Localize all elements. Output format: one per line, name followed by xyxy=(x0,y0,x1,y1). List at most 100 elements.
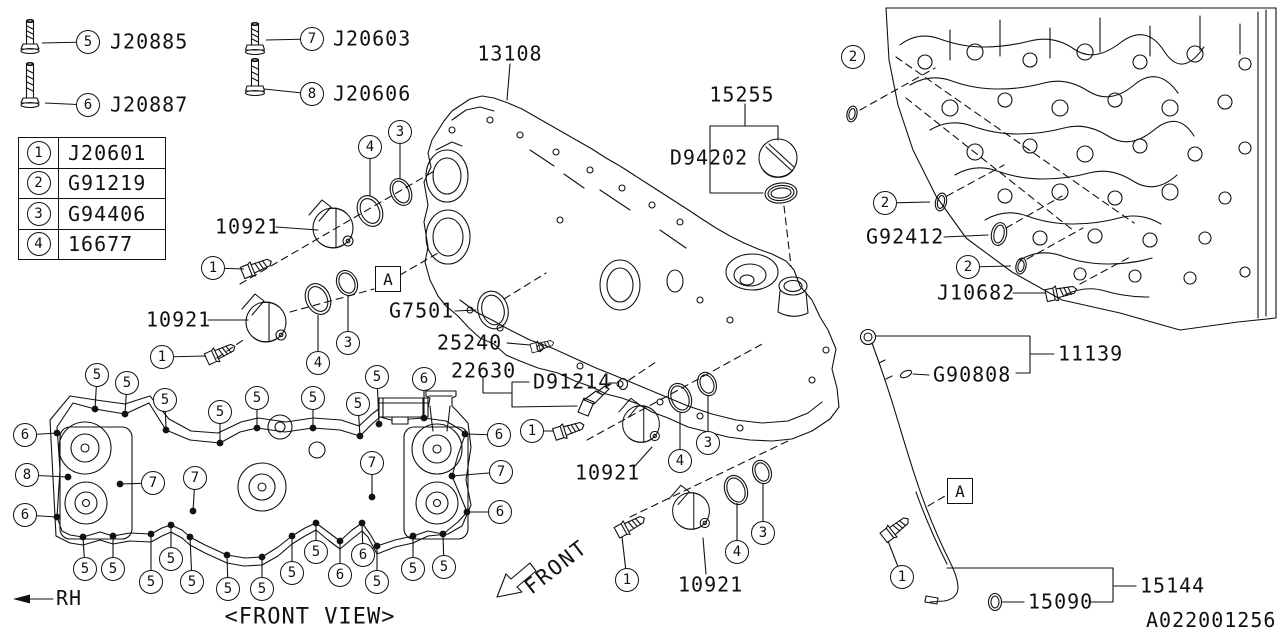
callout-circle-5: 5 xyxy=(250,577,274,601)
callout-circle-5: 5 xyxy=(85,363,109,387)
legend-row: 3 G94406 xyxy=(19,198,165,229)
callout-circle-6: 6 xyxy=(13,423,37,447)
bolt-art xyxy=(20,18,266,109)
callout-circle-5: 5 xyxy=(208,400,232,424)
legend-num-circle: 4 xyxy=(26,232,51,257)
callout-circle-5: 5 xyxy=(115,371,139,395)
callout-circle-6: 6 xyxy=(76,93,100,117)
callout-circle-7: 7 xyxy=(360,451,384,475)
callout-circle-8: 8 xyxy=(15,463,39,487)
callout-circle-4: 4 xyxy=(668,449,692,473)
front-view-caption: <FRONT VIEW> xyxy=(224,604,396,630)
callout-circle-2: 2 xyxy=(841,45,865,69)
callout-circle-7: 7 xyxy=(300,27,324,51)
callout-circle-1: 1 xyxy=(201,256,225,280)
callout-circle-5: 5 xyxy=(304,540,328,564)
section-marker-box: A xyxy=(947,478,973,504)
part-number-label: G7501 xyxy=(389,298,455,323)
part-number-label: G90808 xyxy=(933,362,1012,387)
legend-row: 4 16677 xyxy=(19,228,165,259)
dipstick-art xyxy=(859,328,959,605)
section-marker-box: A xyxy=(375,266,401,292)
part-number-label: 13108 xyxy=(477,41,543,66)
callout-circle-6: 6 xyxy=(13,503,37,527)
callout-circle-3: 3 xyxy=(751,521,775,545)
oil-cap-art xyxy=(758,138,798,178)
legend-part-number: J20601 xyxy=(68,140,147,165)
callout-circle-1: 1 xyxy=(615,568,639,592)
part-number-label: 10921 xyxy=(575,460,641,485)
cam-solenoid-art xyxy=(241,199,710,530)
callout-circle-4: 4 xyxy=(306,351,330,375)
legend-row: 1 J20601 xyxy=(19,138,165,168)
callout-circle-7: 7 xyxy=(141,471,165,495)
callout-circle-1: 1 xyxy=(520,419,544,443)
legend-part-number: G91219 xyxy=(68,171,147,196)
part-number-label: D91214 xyxy=(533,369,612,394)
rh-arrow-icon xyxy=(13,594,54,604)
legend-part-number: G94406 xyxy=(68,201,147,226)
part-number-label: 11139 xyxy=(1058,341,1124,366)
callout-circle-2: 2 xyxy=(873,191,897,215)
legend-table: 1 J20601 2 G91219 3 G94406 4 16677 xyxy=(18,137,166,260)
part-number-label: J20606 xyxy=(333,81,412,106)
callout-circle-6: 6 xyxy=(328,563,352,587)
oring-art xyxy=(304,105,1027,612)
callout-circle-2: 2 xyxy=(956,255,980,279)
callout-circle-6: 6 xyxy=(487,423,511,447)
callout-circle-1: 1 xyxy=(890,565,914,589)
engine-block-art xyxy=(885,7,1277,331)
callout-circle-4: 4 xyxy=(358,135,382,159)
callout-circle-5: 5 xyxy=(401,557,425,581)
callout-circle-5: 5 xyxy=(365,570,389,594)
callout-circle-5: 5 xyxy=(76,30,100,54)
part-number-label: G92412 xyxy=(866,224,945,249)
callout-circle-3: 3 xyxy=(696,431,720,455)
part-number-label: 10921 xyxy=(146,307,212,332)
part-number-label: 10921 xyxy=(215,214,281,239)
callout-circle-5: 5 xyxy=(139,570,163,594)
part-number-label: 25240 xyxy=(437,330,503,355)
callout-circle-5: 5 xyxy=(346,392,370,416)
part-number-label: D94202 xyxy=(669,145,749,170)
callout-circle-5: 5 xyxy=(280,561,304,585)
callout-circle-3: 3 xyxy=(336,331,360,355)
part-number-label: J20887 xyxy=(110,92,189,117)
legend-row: 2 G91219 xyxy=(19,167,165,198)
part-number-label: 22630 xyxy=(451,358,517,383)
front-arrow-icon xyxy=(496,562,537,598)
callout-circle-3: 3 xyxy=(388,120,412,144)
callout-circle-5: 5 xyxy=(153,388,177,412)
callout-circle-5: 5 xyxy=(101,557,125,581)
part-number-label: 10921 xyxy=(678,572,744,597)
callout-circle-6: 6 xyxy=(488,500,512,524)
part-number-label: J10682 xyxy=(937,280,1016,305)
callout-circle-5: 5 xyxy=(301,386,325,410)
part-number-label: 15090 xyxy=(1028,589,1094,614)
timing-cover-art xyxy=(423,95,840,442)
callout-circle-5: 5 xyxy=(365,365,389,389)
callout-circle-5: 5 xyxy=(216,577,240,601)
callout-circle-7: 7 xyxy=(489,460,513,484)
callout-circle-1: 1 xyxy=(150,345,174,369)
callout-circle-5: 5 xyxy=(159,547,183,571)
legend-part-number: 16677 xyxy=(68,232,134,257)
callout-circle-5: 5 xyxy=(245,386,269,410)
callout-circle-4: 4 xyxy=(725,540,749,564)
legend-num-circle: 3 xyxy=(26,201,51,226)
diagram-reference-code: A022001256 xyxy=(1146,608,1277,632)
legend-num-circle: 1 xyxy=(26,140,51,165)
part-number-label: J20885 xyxy=(110,29,189,54)
callout-circle-5: 5 xyxy=(73,557,97,581)
rh-direction-label: RH xyxy=(56,586,83,610)
callout-circle-5: 5 xyxy=(432,555,456,579)
part-number-label: 15255 xyxy=(709,82,775,107)
callout-circle-5: 5 xyxy=(180,570,204,594)
legend-num-circle: 2 xyxy=(26,171,51,196)
leader-lines xyxy=(207,63,1137,603)
callout-circle-6: 6 xyxy=(351,543,375,567)
callout-circle-7: 7 xyxy=(183,466,207,490)
callout-circle-6: 6 xyxy=(412,367,436,391)
